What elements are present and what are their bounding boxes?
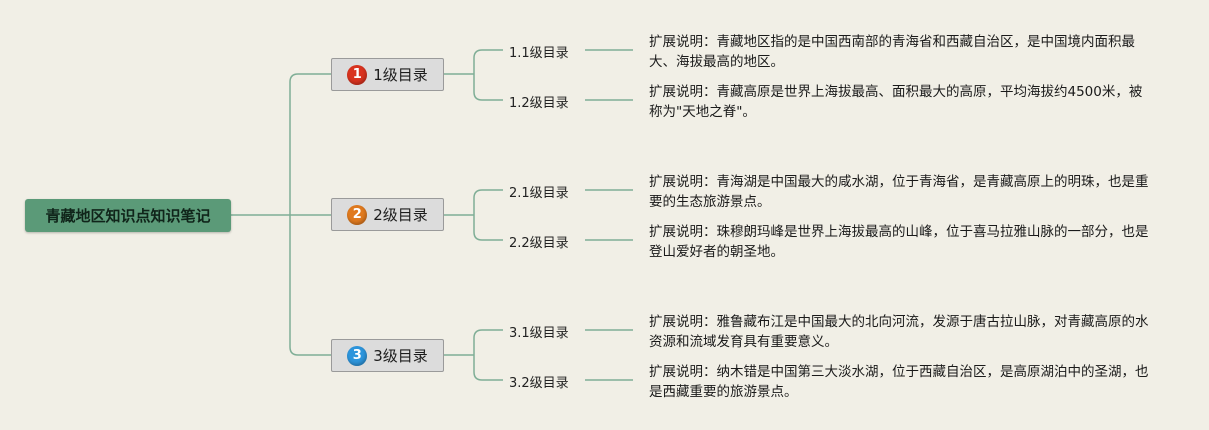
number-3-badge-icon: 3 xyxy=(347,345,368,366)
subtopic-1-2[interactable]: 1.2级目录 xyxy=(509,96,569,111)
note-3-2[interactable]: 扩展说明：纳木错是中国第三大淡水湖，位于西藏自治区，是高原湖泊中的圣湖，也是西藏… xyxy=(649,364,1149,400)
subtopic-3-1[interactable]: 3.1级目录 xyxy=(509,326,569,341)
connector-2-2 xyxy=(473,231,503,241)
connector-section-1 xyxy=(289,73,331,83)
topic-section-1[interactable]: 1 1级目录 xyxy=(331,58,444,91)
topic-section-3-label: 3级目录 xyxy=(373,347,428,365)
number-1-badge-icon: 1 xyxy=(347,64,368,85)
connector-section-3 xyxy=(289,346,331,356)
subtopic-1-1[interactable]: 1.1级目录 xyxy=(509,46,569,61)
topic-section-3[interactable]: 3 3级目录 xyxy=(331,339,444,372)
subtopic-3-2[interactable]: 3.2级目录 xyxy=(509,376,569,391)
subtopic-2-1[interactable]: 2.1级目录 xyxy=(509,186,569,201)
topic-section-1-label: 1级目录 xyxy=(373,66,428,84)
number-2-badge-icon: 2 xyxy=(347,204,368,225)
root-topic[interactable]: 青藏地区知识点知识笔记 xyxy=(25,199,231,232)
connector-3-2 xyxy=(473,371,503,381)
note-1-2[interactable]: 扩展说明：青藏高原是世界上海拔最高、面积最大的高原，平均海拔约4500米，被称为… xyxy=(649,84,1143,120)
subtopic-2-2[interactable]: 2.2级目录 xyxy=(509,236,569,251)
note-3-1[interactable]: 扩展说明：雅鲁藏布江是中国最大的北向河流，发源于唐古拉山脉，对青藏高原的水资源和… xyxy=(649,314,1149,350)
root-topic-label: 青藏地区知识点知识笔记 xyxy=(45,207,211,225)
note-2-1[interactable]: 扩展说明：青海湖是中国最大的咸水湖，位于青海省，是青藏高原上的明珠，也是重要的生… xyxy=(649,174,1149,210)
connector-1-2 xyxy=(473,91,503,101)
note-1-1[interactable]: 扩展说明：青藏地区指的是中国西南部的青海省和西藏自治区，是中国境内面积最大、海拔… xyxy=(649,34,1135,70)
connector-3-1 xyxy=(473,329,503,339)
connector-1-1 xyxy=(473,49,503,59)
topic-section-2[interactable]: 2 2级目录 xyxy=(331,198,444,231)
connector-2-1 xyxy=(473,189,503,199)
topic-section-2-label: 2级目录 xyxy=(373,206,428,224)
note-2-2[interactable]: 扩展说明：珠穆朗玛峰是世界上海拔最高的山峰，位于喜马拉雅山脉的一部分，也是登山爱… xyxy=(649,224,1149,260)
